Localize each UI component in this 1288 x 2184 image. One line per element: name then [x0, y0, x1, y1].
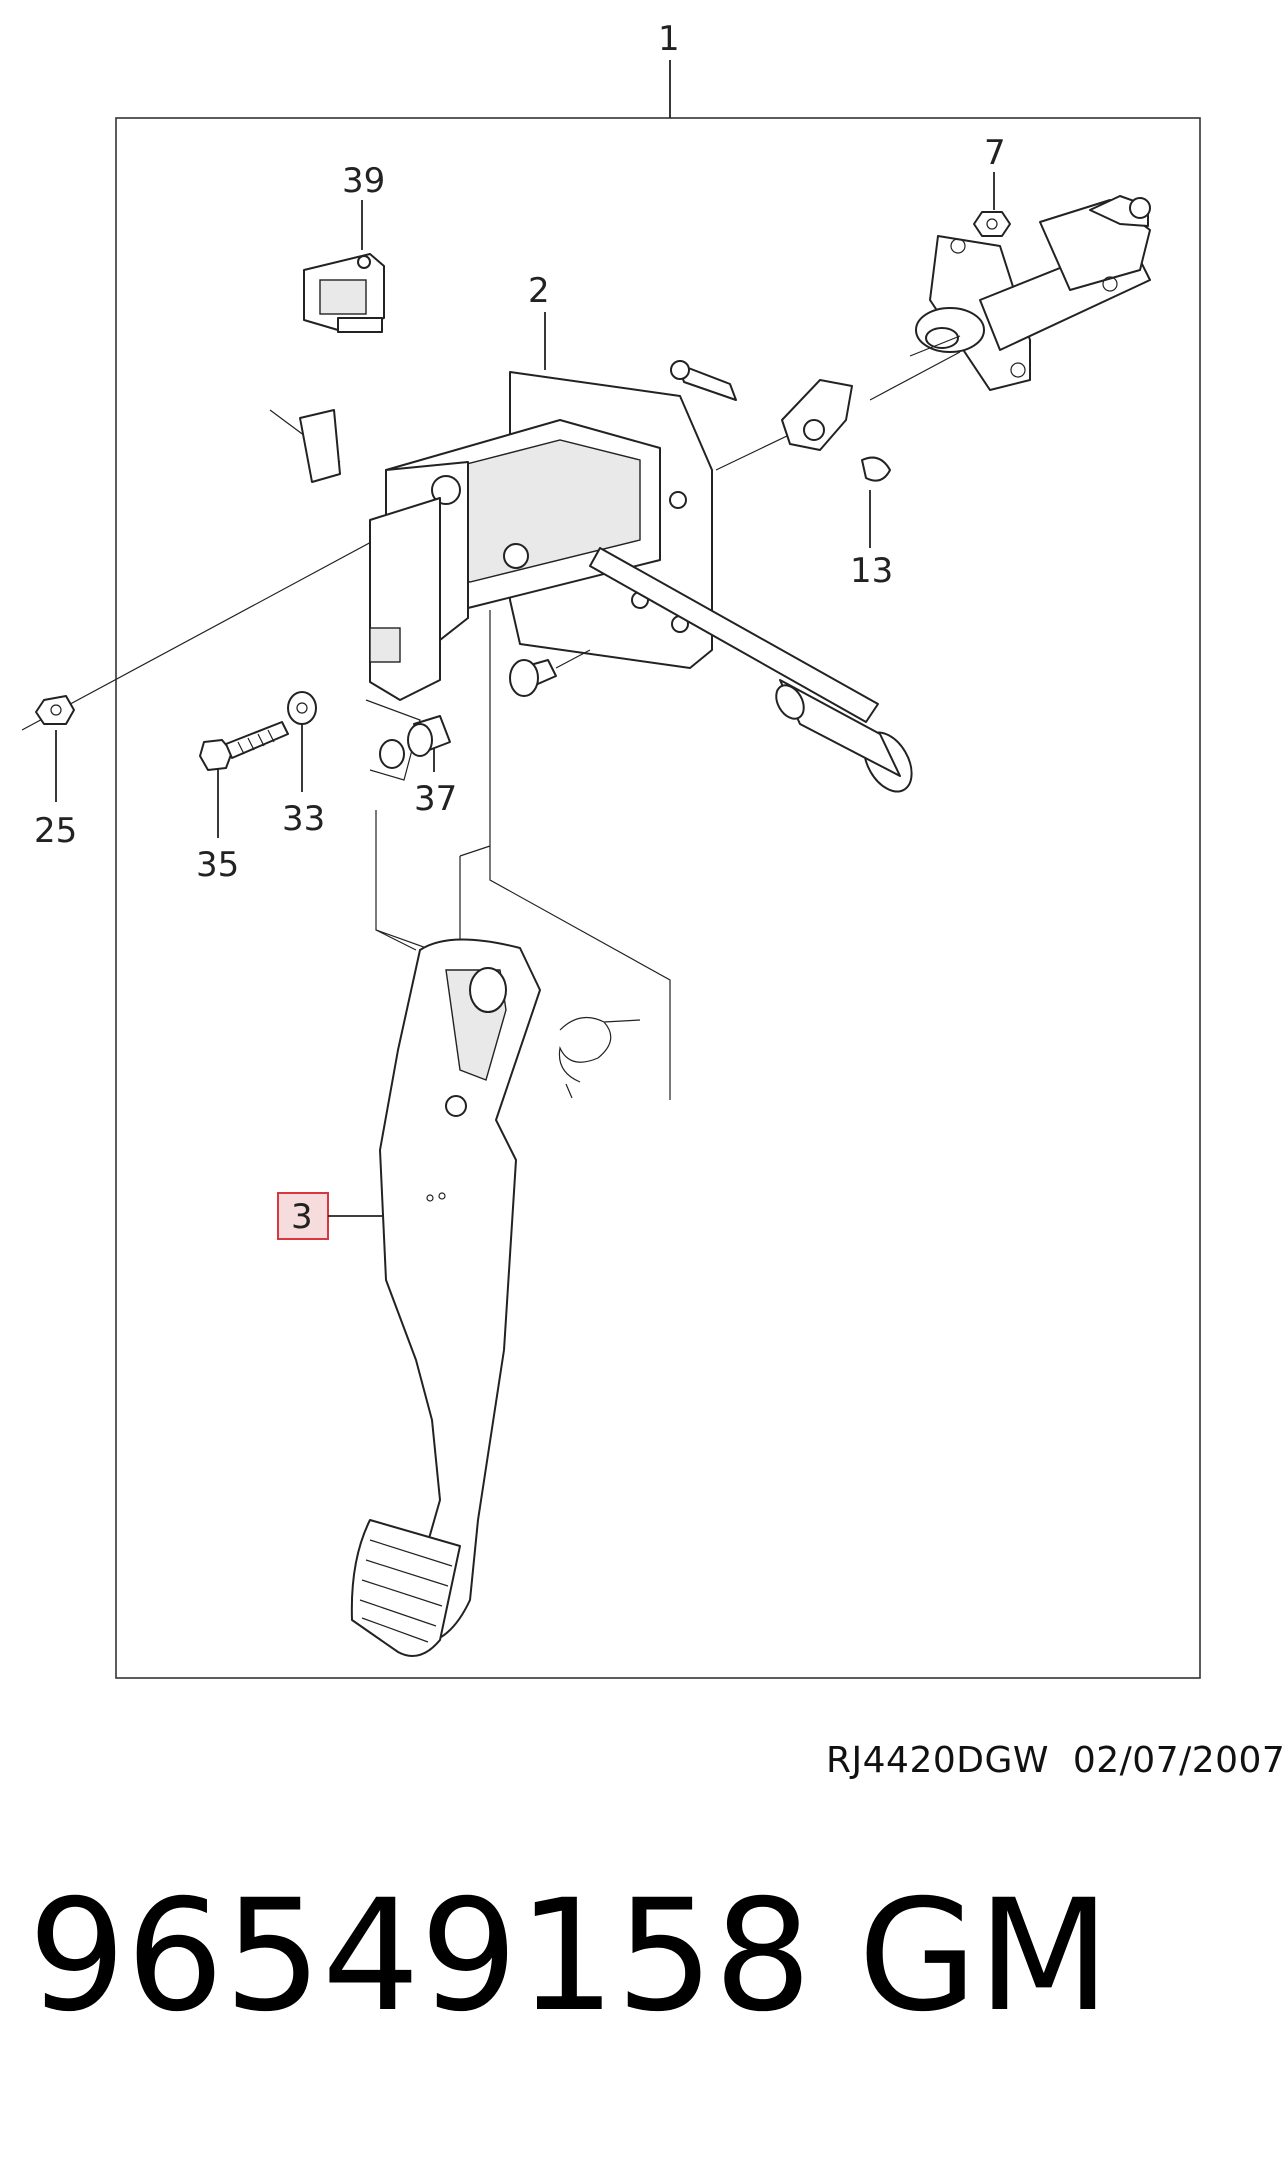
callout-13[interactable]: 13 — [850, 551, 893, 591]
nut-part-25 — [35, 695, 75, 725]
stopper-part — [509, 649, 591, 697]
callout-1[interactable]: 1 — [658, 19, 680, 59]
callout-37[interactable]: 37 — [414, 779, 457, 819]
master-cylinder-part — [909, 195, 1151, 391]
callout-2[interactable]: 2 — [528, 271, 550, 311]
callout-3[interactable]: 3 — [291, 1197, 313, 1237]
clutch-pedal-part-3 — [350, 938, 541, 1657]
nut-part-7 — [973, 211, 1011, 237]
clip-part — [269, 409, 341, 483]
assembly-frame — [115, 117, 1201, 1679]
callout-39[interactable]: 39 — [342, 161, 385, 201]
return-spring-part — [558, 1016, 641, 1099]
retaining-clip-part-13 — [861, 456, 891, 482]
callout-7[interactable]: 7 — [984, 133, 1006, 173]
callout-35[interactable]: 35 — [196, 845, 239, 885]
switch-part-39 — [303, 253, 385, 333]
callout-25[interactable]: 25 — [34, 811, 77, 851]
pedal-bracket-part-2 — [365, 371, 713, 781]
brand-name: GM — [858, 1867, 1111, 2046]
callout-33[interactable]: 33 — [282, 799, 325, 839]
nut-part-33 — [287, 691, 317, 725]
drawing-reference-code: RJ4420DGW 02/07/2007 — [826, 1740, 1286, 1781]
bushing-part-37 — [379, 715, 451, 769]
part-number: 96549158 — [28, 1867, 812, 2046]
clevis-part — [670, 360, 853, 451]
bolt-part-35 — [199, 721, 289, 771]
pivot-bolt-part — [589, 547, 913, 793]
